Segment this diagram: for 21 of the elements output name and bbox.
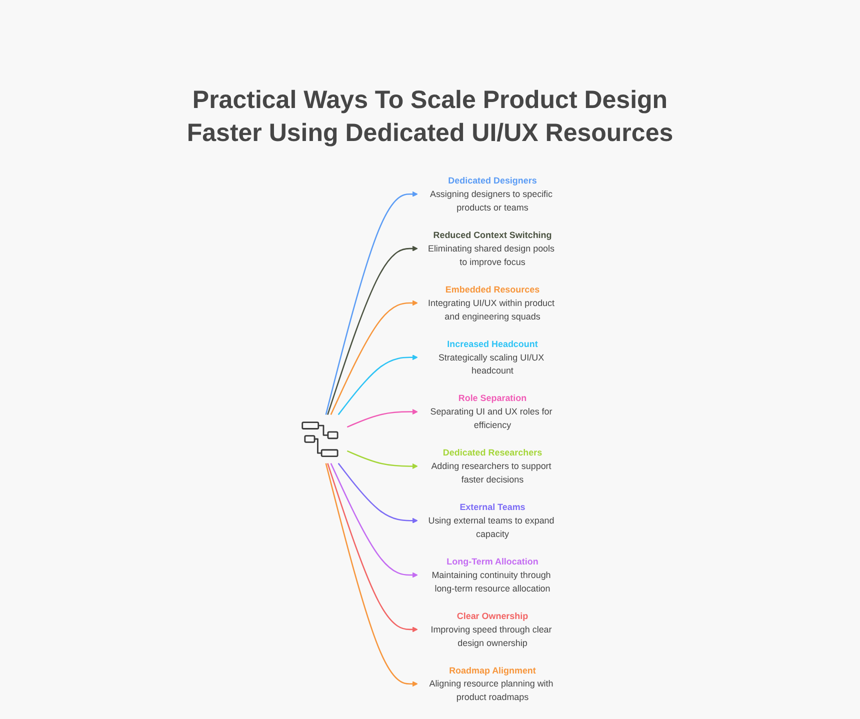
arrow — [338, 462, 418, 524]
arrow — [326, 191, 418, 415]
node-text: External Teams Using external teams to expand capacity — [428, 502, 555, 539]
arrow — [327, 246, 418, 415]
node-text: Dedicated Designers Assigning designers to specific products or teams — [430, 175, 553, 212]
node-text: Reduced Context Switching Eliminating shared design pools to improve focus — [428, 230, 555, 267]
arrow — [330, 300, 418, 415]
arrow — [347, 408, 418, 428]
arrow — [347, 450, 418, 470]
arrow — [338, 354, 418, 416]
node-text: Long-Term Allocation Maintaining continuity through long-term resource allocation — [432, 556, 552, 594]
arrow — [330, 463, 418, 578]
title: Practical Ways To Scale Product Design Faster Using Dedicated UI/UX Resources — [186, 85, 674, 149]
arrow — [327, 463, 418, 632]
node-text: Clear Ownership Improving speed through clear design ownership — [430, 610, 552, 648]
arrow — [326, 463, 418, 687]
node-text: Dedicated Researchers Adding researchers to support faster decisions — [431, 447, 552, 484]
node-text: Roadmap Alignment Aligning resource planning with product roadmaps — [429, 664, 554, 702]
node-text: Embedded Resources Integrating UI/UX within product and engineering squads — [428, 284, 555, 322]
node-text: Role Separation Separating UI and UX roles for efficiency — [430, 392, 553, 430]
node-text: Increased Headcount Strategically scaling UI/UX headcount — [438, 338, 544, 376]
